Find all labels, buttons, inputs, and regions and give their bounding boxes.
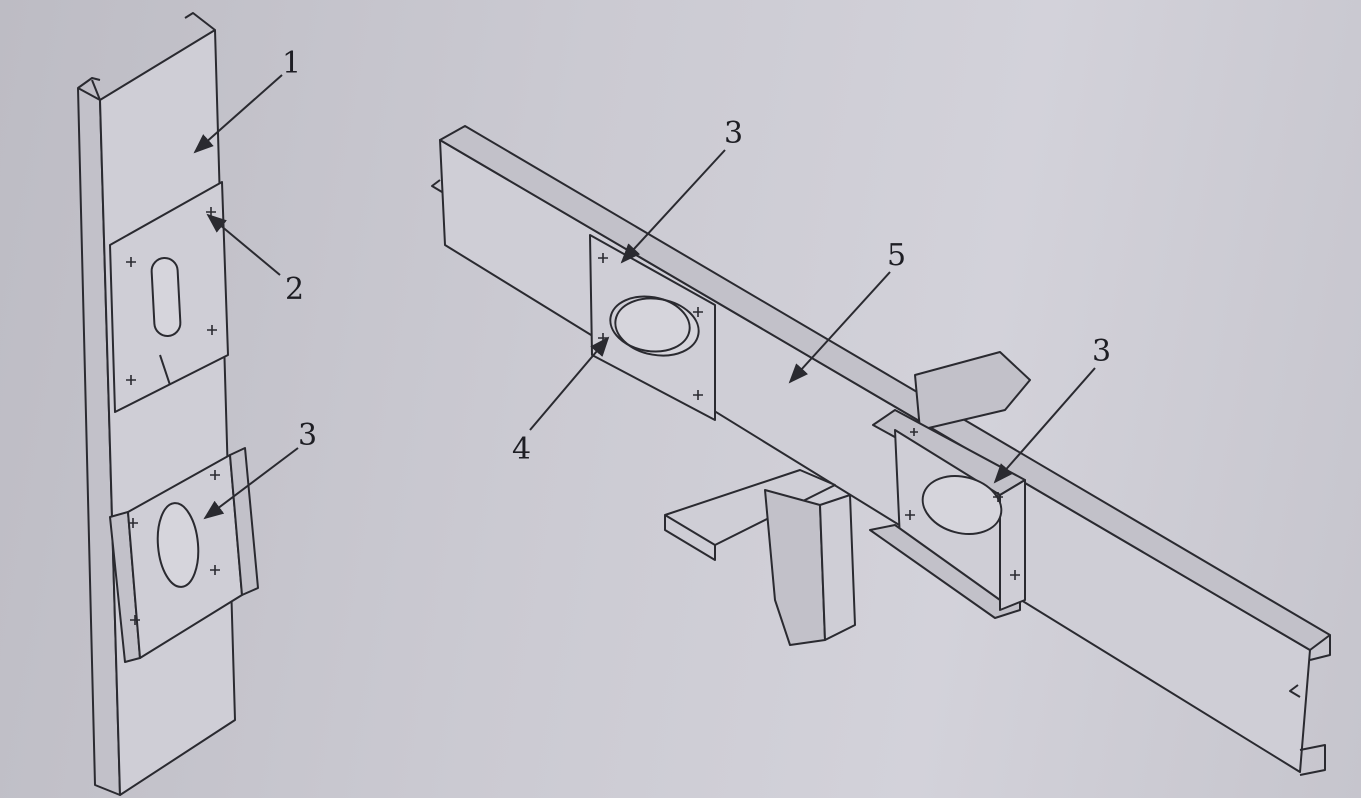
label-part-3-right: 3 (1092, 334, 1112, 369)
label-part-5: 5 (887, 238, 907, 273)
horizontal-beam (431, 125, 1331, 776)
cross-members (664, 351, 1031, 646)
beam-channel-connector (869, 409, 1026, 619)
label-part-1: 1 (282, 46, 302, 81)
label-part-3-top: 3 (724, 116, 744, 151)
label-part-3-left: 3 (298, 418, 318, 453)
label-part-2: 2 (285, 272, 305, 307)
beam-plate (589, 234, 716, 421)
plate-crosses (126, 207, 217, 385)
connection-plate (109, 181, 229, 413)
label-part-4: 4 (512, 432, 532, 467)
stud-channel-connector (109, 447, 259, 663)
vertical-stud (77, 12, 236, 796)
leader-arrows (193, 74, 1096, 520)
